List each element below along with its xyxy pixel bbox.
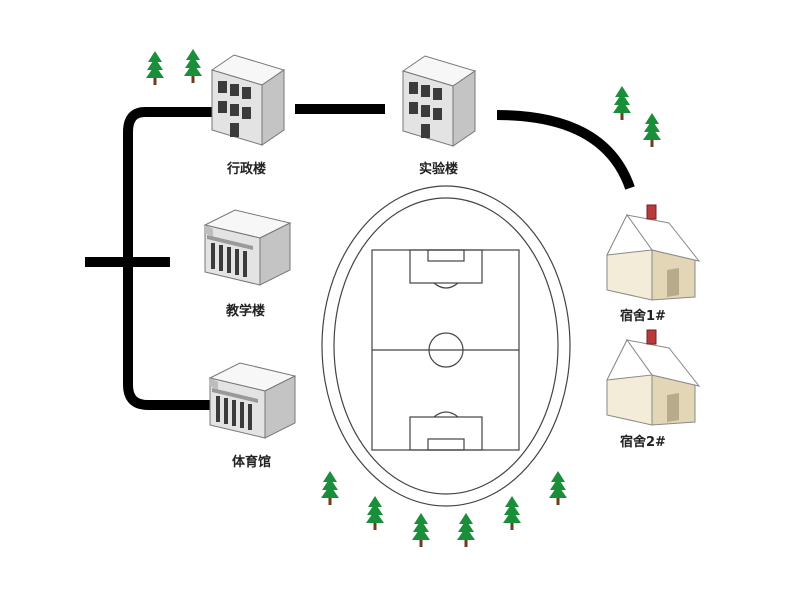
- label-dorm-1: 宿舍1#: [620, 309, 666, 324]
- tree-icon: [503, 496, 521, 530]
- admin-building-icon: [211, 54, 285, 146]
- dorm1-house-icon: [606, 204, 700, 301]
- label-admin-building: 行政楼: [227, 162, 267, 177]
- label-teaching-building: 教学楼: [226, 304, 266, 319]
- football-field: [371, 249, 520, 451]
- running-track-inner: [333, 197, 559, 495]
- roads: [85, 104, 635, 410]
- gym-building-icon: [209, 362, 296, 439]
- tree-icon: [643, 113, 661, 147]
- teaching-building-icon: [204, 209, 291, 286]
- running-track-outer: [321, 185, 571, 507]
- label-lab-building: 实验楼: [419, 162, 459, 177]
- tree-icon: [457, 513, 475, 547]
- tree-icon: [321, 471, 339, 505]
- tree-icon: [549, 471, 567, 505]
- tree-icon: [146, 51, 164, 85]
- stadium: [321, 185, 571, 507]
- road-lab-to-dorm: [496, 110, 635, 190]
- tree-icon: [184, 49, 202, 83]
- tree-icon: [412, 513, 430, 547]
- label-dorm-2: 宿舍2#: [620, 435, 666, 450]
- tree-icon: [366, 496, 384, 530]
- lab-building-icon: [402, 55, 476, 147]
- tree-icon: [613, 86, 631, 120]
- label-gym: 体育馆: [232, 455, 272, 470]
- dorm2-house-icon: [606, 329, 700, 426]
